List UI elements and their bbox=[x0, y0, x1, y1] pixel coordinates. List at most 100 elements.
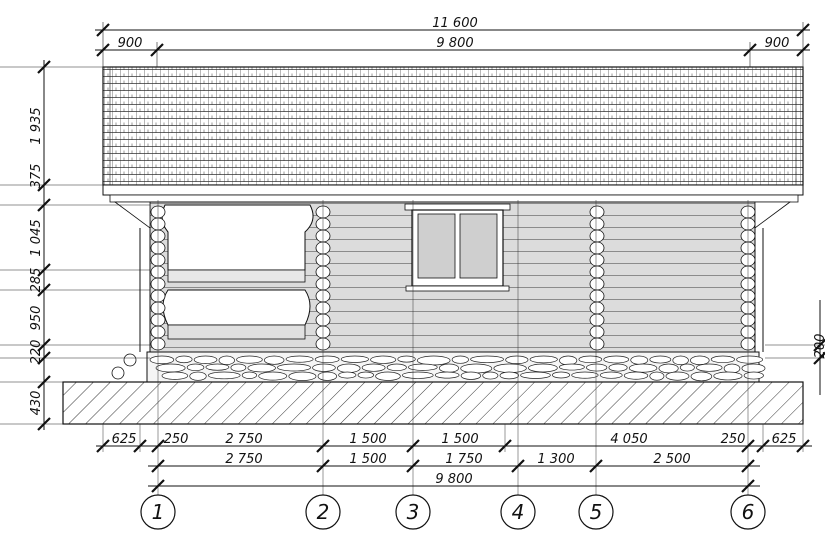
dim-foundation: 430 bbox=[29, 391, 44, 416]
dim-tick bbox=[511, 459, 525, 473]
plinth-stone bbox=[207, 371, 241, 380]
plinth-stone bbox=[586, 363, 608, 372]
dim-b1-7: 625 bbox=[772, 432, 797, 447]
dim-tick bbox=[151, 459, 165, 473]
plinth-stone bbox=[312, 363, 336, 372]
plinth-stone bbox=[386, 363, 407, 372]
axis-label-5: 5 bbox=[590, 500, 603, 524]
plinth-stone bbox=[434, 371, 460, 379]
plinth-stone bbox=[623, 371, 649, 380]
plinth-stone bbox=[402, 371, 434, 379]
dim-b2-4: 2 500 bbox=[653, 452, 690, 467]
plinth-stone bbox=[241, 371, 258, 379]
plinth-stone bbox=[338, 371, 357, 379]
plinth-stone bbox=[155, 363, 186, 373]
dim-b1-6: 250 bbox=[721, 432, 746, 447]
plinth-stone bbox=[370, 355, 397, 364]
plinth-stone bbox=[520, 371, 551, 379]
stone-plinth bbox=[111, 351, 766, 383]
plinth-stone bbox=[665, 371, 690, 381]
dim-b2-0: 2 750 bbox=[225, 452, 262, 467]
dim-lower-wall: 950 bbox=[29, 306, 44, 331]
plinth-stone bbox=[552, 371, 571, 379]
dim-tick bbox=[406, 439, 420, 453]
plinth-stone bbox=[460, 371, 482, 380]
axis-bubble-5 bbox=[578, 494, 614, 530]
dim-tick bbox=[741, 439, 755, 453]
plinth-stone bbox=[336, 363, 361, 373]
dim-tick bbox=[589, 459, 603, 473]
dim-b3-total: 9 800 bbox=[435, 472, 472, 487]
window bbox=[404, 203, 511, 292]
plinth-stone bbox=[470, 355, 504, 363]
plinth-stone bbox=[529, 355, 558, 364]
dim-eave: 375 bbox=[29, 164, 44, 189]
plinth-stone bbox=[397, 355, 416, 363]
axis-bubble-6 bbox=[730, 494, 766, 530]
plinth-stone bbox=[482, 371, 499, 380]
dim-b2-2: 1 750 bbox=[445, 452, 482, 467]
dim-b2-1: 1 500 bbox=[349, 452, 386, 467]
axis-label-1: 1 bbox=[152, 500, 165, 524]
plinth-stone bbox=[696, 363, 723, 372]
plinth-stone bbox=[713, 371, 743, 381]
plinth-stone bbox=[599, 371, 623, 379]
plinth-stone bbox=[603, 355, 630, 364]
plinth-stone bbox=[690, 355, 710, 366]
dim-tick bbox=[151, 439, 165, 453]
dim-window-band: 285 bbox=[29, 268, 44, 293]
plinth-stone bbox=[375, 371, 401, 381]
foundation bbox=[62, 381, 804, 425]
dim-tick bbox=[151, 479, 165, 493]
dim-tick bbox=[741, 459, 755, 473]
dim-upper-wall: 1 045 bbox=[29, 219, 44, 256]
dim-right-plinth: 200 bbox=[813, 334, 825, 359]
plinth-stone bbox=[288, 371, 317, 381]
dim-b1-0: 625 bbox=[112, 432, 137, 447]
plinth-stone bbox=[505, 355, 529, 365]
dim-tick bbox=[316, 459, 330, 473]
plinth-stone bbox=[263, 355, 285, 365]
dim-plinth: 220 bbox=[29, 340, 44, 365]
axis-label-6: 6 bbox=[742, 500, 755, 524]
dim-roof-height: 1 935 bbox=[29, 107, 44, 144]
plinth-stone bbox=[193, 355, 218, 364]
plinth-stone bbox=[559, 355, 578, 366]
plinth-stone bbox=[236, 355, 263, 364]
plinth-stone bbox=[149, 355, 175, 365]
plinth-stone bbox=[230, 363, 247, 372]
plinth-stone bbox=[317, 371, 337, 381]
dim-b2-3: 1 300 bbox=[537, 452, 574, 467]
dim-tick bbox=[741, 479, 755, 493]
dim-b1-2: 2 750 bbox=[225, 432, 262, 447]
axis-bubble-4 bbox=[500, 494, 536, 530]
plinth-stone bbox=[743, 371, 764, 380]
plinth-stone bbox=[736, 355, 764, 364]
plinth-stone bbox=[649, 371, 665, 381]
dim-overall-width: 11 600 bbox=[432, 16, 478, 31]
plinth-stone bbox=[416, 355, 451, 366]
axis-label-2: 2 bbox=[317, 500, 330, 524]
plinth-stone bbox=[277, 363, 311, 372]
dim-b1-4: 1 500 bbox=[441, 432, 478, 447]
plinth-stone bbox=[528, 363, 558, 373]
plinth-stone bbox=[357, 371, 374, 379]
plinth-stone bbox=[205, 363, 230, 371]
plinth-stone bbox=[672, 355, 689, 366]
plinth-stone bbox=[558, 363, 585, 371]
plinth-stone bbox=[649, 355, 672, 364]
top-dimensions: 11 600 900 9 800 900 bbox=[95, 16, 810, 67]
plinth-stone bbox=[499, 371, 519, 380]
plinth-stone bbox=[741, 363, 766, 373]
plinth-stone bbox=[438, 363, 460, 373]
dim-b1-1: 250 bbox=[164, 432, 189, 447]
plinth-stone bbox=[658, 363, 679, 374]
plinth-stone bbox=[161, 371, 189, 380]
dim-right-overhang: 900 bbox=[765, 36, 790, 51]
plinth-stone bbox=[628, 363, 658, 373]
plinth-stone bbox=[340, 355, 369, 363]
veranda-opening bbox=[161, 204, 314, 340]
dim-tick bbox=[316, 439, 330, 453]
axis-bubble-1 bbox=[140, 494, 176, 530]
